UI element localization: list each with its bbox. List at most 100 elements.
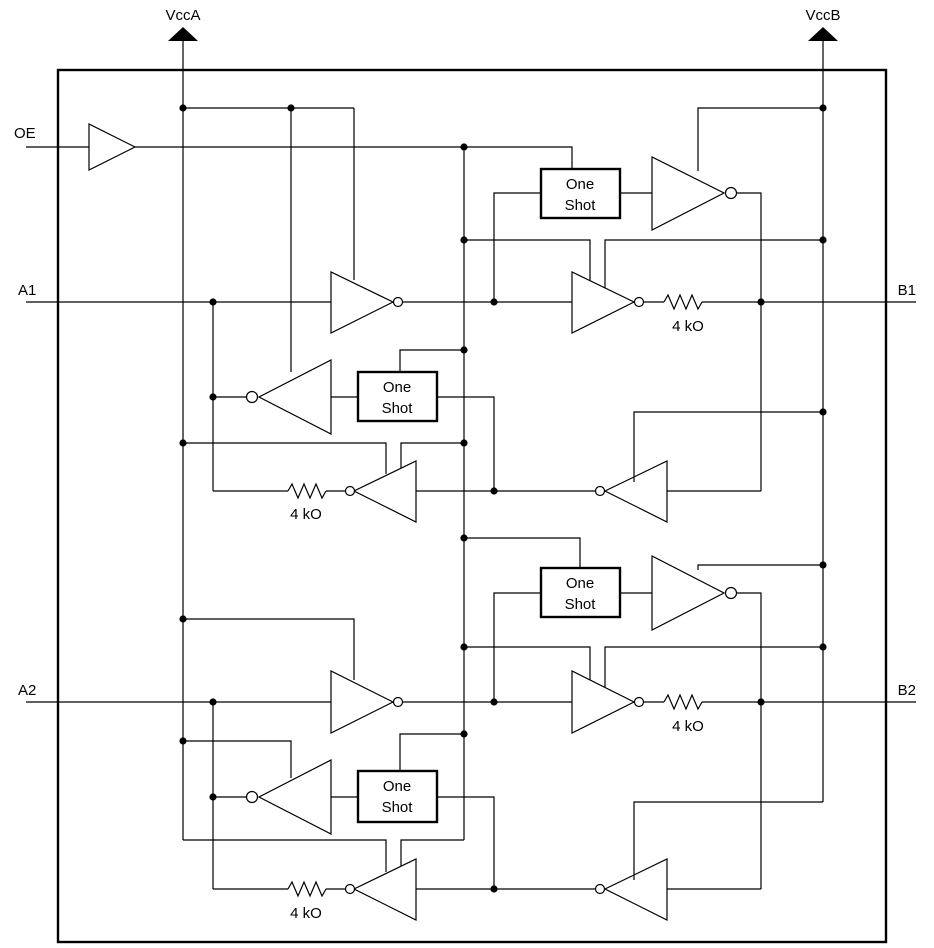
a1-output-driver: [352, 460, 417, 523]
vccb-label: VccB: [805, 7, 840, 24]
oe-to-one-shot-b2: [464, 537, 581, 568]
a2-output-driver-bubble: [344, 883, 356, 895]
a1-output-driver-bubble: [344, 485, 356, 497]
junction-dot: [460, 346, 468, 354]
a2-series-resistor: [287, 881, 327, 897]
oe-to-a2-driver: [400, 839, 464, 867]
junction-dot: [209, 698, 217, 706]
a2-input-inverter-bubble: [392, 696, 404, 708]
oe-to-a1-driver: [400, 442, 464, 469]
a1-pull-driver: [257, 359, 332, 435]
oe-to-b2-driver: [464, 646, 591, 682]
oe-buffer: [88, 123, 137, 171]
junction-dot: [819, 643, 827, 651]
junction-dot: [179, 737, 187, 745]
b2-input-inverter-bubble: [594, 883, 606, 895]
b2-resistor-label: 4 kO: [672, 718, 704, 735]
junction-dot: [460, 236, 468, 244]
b2-pull-driver-bubble: [724, 586, 738, 600]
b1-input-inverter-bubble: [594, 485, 606, 497]
a1-pull-driver-bubble: [245, 390, 259, 404]
oe-to-one-shot-a2: [399, 733, 464, 771]
a1-resistor-label: 4 kO: [290, 506, 322, 523]
a1-input-inverter-bubble: [392, 296, 404, 308]
oe-to-one-shot-wire: [135, 146, 573, 169]
b2-pull-supply: [697, 564, 823, 570]
b1-input-inverter: [603, 460, 668, 523]
junction-dot: [490, 885, 498, 893]
a2-pull-driver-bubble: [245, 790, 259, 804]
junction-dot: [460, 143, 468, 151]
b1-output-driver: [571, 271, 636, 334]
vcca-label: VccA: [165, 7, 200, 24]
vcca-to-a2-pull: [183, 740, 292, 778]
one-shot-a2-line1: One: [383, 778, 411, 795]
one-shot-a1-line1: One: [383, 379, 411, 396]
b1-pull-supply: [697, 107, 823, 171]
one-shot-b1-line1: One: [566, 176, 594, 193]
b1-pull-driver-bubble: [724, 186, 738, 200]
vccb-supply-arrow: [808, 27, 838, 41]
junction-dot: [460, 439, 468, 447]
a1-label[interactable]: A1: [18, 282, 36, 299]
junction-dot: [757, 298, 765, 306]
vccb-to-b2-driver: [604, 646, 823, 688]
a1-input-inverter: [330, 271, 395, 334]
vcca-supply-arrow: [168, 27, 198, 41]
b1-output-driver-bubble: [633, 296, 645, 308]
one-shot-a1-line2: Shot: [382, 400, 414, 417]
junction-dot: [819, 561, 827, 569]
junction-dot: [179, 615, 187, 623]
junction-dot: [819, 104, 827, 112]
junction-dot: [819, 408, 827, 416]
junction-dot: [179, 104, 187, 112]
one-shot-a2-input-wire: [437, 796, 495, 889]
one-shot-b2-line1: One: [566, 575, 594, 592]
junction-dot: [819, 236, 827, 244]
a2-pull-driver: [257, 759, 332, 835]
junction-dot: [209, 793, 217, 801]
junction-dots: [179, 104, 827, 893]
b2-output-driver: [571, 670, 636, 734]
junction-dot: [460, 730, 468, 738]
vcca-to-a1-driver: [183, 442, 387, 474]
one-shot-a1: [356, 370, 439, 423]
one-shot-b1-input-wire: [493, 192, 541, 302]
vccb-to-b2-inverter: [633, 801, 823, 880]
b2-label[interactable]: B2: [898, 682, 916, 699]
vccb-to-b1-inverter: [633, 411, 823, 482]
b2-input-inverter: [603, 858, 668, 921]
b1-label[interactable]: B1: [898, 282, 916, 299]
one-shot-a1-input-wire: [437, 396, 495, 491]
a2-input-inverter: [330, 670, 395, 734]
b2-output-driver-bubble: [633, 696, 645, 708]
junction-dot: [460, 534, 468, 542]
a2-label[interactable]: A2: [18, 682, 36, 699]
b2-series-resistor: [663, 694, 703, 710]
b1-pull-output-wire: [737, 192, 762, 491]
oe-to-b1-driver: [464, 239, 591, 282]
b1-pull-driver: [651, 156, 726, 231]
one-shot-a2-line2: Shot: [382, 799, 414, 816]
junction-dot: [179, 439, 187, 447]
a1-series-resistor: [287, 483, 327, 499]
a2-output-driver: [352, 858, 417, 921]
vcca-to-a2-driver: [183, 839, 387, 872]
junction-dot: [209, 298, 217, 306]
junction-dot: [460, 643, 468, 651]
b2-pull-driver: [651, 555, 726, 631]
junction-dot: [209, 393, 217, 401]
vcca-stub-2: [183, 618, 355, 680]
oe-to-one-shot-a1: [399, 349, 464, 372]
oe-label[interactable]: OE: [14, 125, 36, 142]
junction-dot: [490, 698, 498, 706]
junction-dot: [287, 104, 295, 112]
one-shot-b1-line2: Shot: [565, 197, 597, 214]
device-outline: [56, 68, 888, 944]
junction-dot: [490, 487, 498, 495]
vccb-to-b1-driver: [604, 239, 823, 288]
junction-dot: [490, 298, 498, 306]
b1-resistor-label: 4 kO: [672, 318, 704, 335]
b1-series-resistor: [663, 294, 703, 310]
